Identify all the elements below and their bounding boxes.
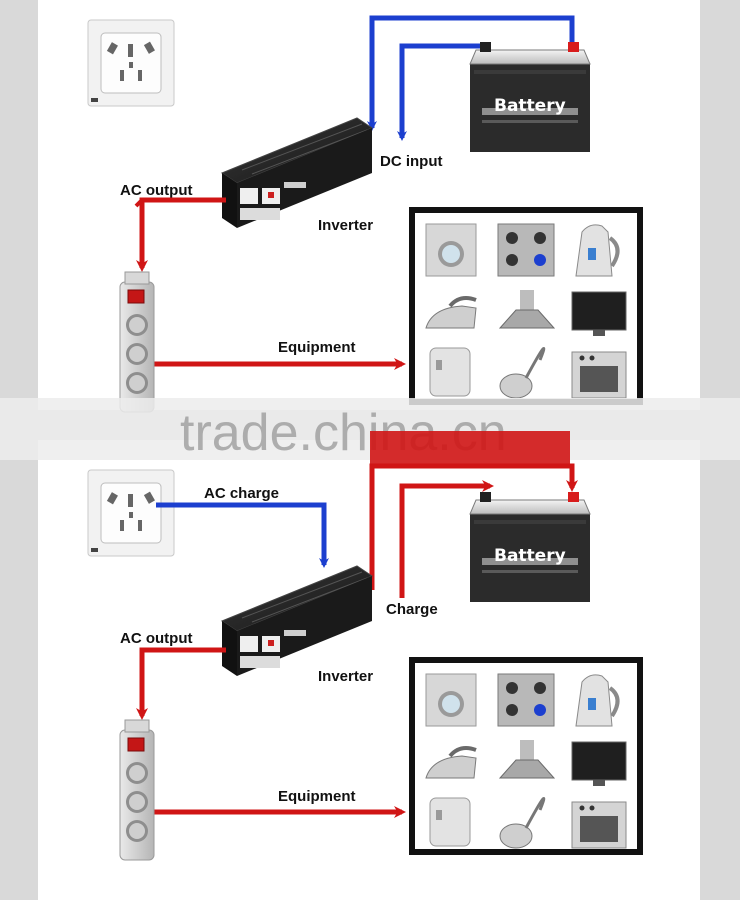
equipment-label: Equipment (278, 788, 356, 805)
power-strip-icon (119, 271, 155, 413)
ac-output-arrows (136, 647, 406, 818)
inverter-label: Inverter (318, 217, 373, 234)
ac-output-arrows (134, 197, 406, 370)
appliance-grid (412, 660, 640, 852)
ac-output-label: AC output (120, 630, 192, 647)
wall-outlet-icon (87, 19, 175, 107)
dc-input-arrows (367, 15, 575, 141)
equipment-label: Equipment (278, 339, 356, 356)
power-strip-icon (119, 719, 155, 861)
charge-arrows (369, 431, 578, 598)
wall-outlet-icon (87, 469, 175, 557)
battery-label: Battery (494, 96, 566, 116)
appliance-grid (412, 210, 640, 402)
dc-input-label: DC input (380, 153, 442, 170)
ac-output-label: AC output (120, 182, 192, 199)
ac-charge-arrow (156, 502, 329, 568)
ac-charge-label: AC charge (204, 485, 279, 502)
inverter-label: Inverter (318, 668, 373, 685)
battery-label: Battery (494, 546, 566, 566)
charge-label: Charge (386, 601, 438, 618)
